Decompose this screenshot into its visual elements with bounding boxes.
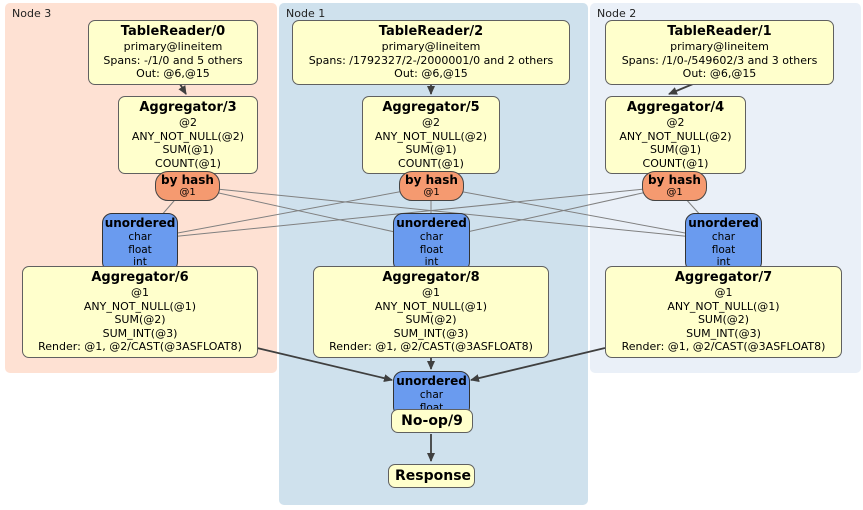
processor-title: TableReader/0 (120, 24, 226, 39)
processor-spans: Spans: /1/0-/549602/3 and 3 others (621, 53, 818, 67)
router-detail: @1 (179, 187, 196, 198)
processor-out: Out: @6,@15 (682, 67, 757, 80)
processor-detail: SUM(@1) (649, 143, 702, 156)
stream-edge (186, 185, 432, 241)
node-region-label: Node 3 (12, 7, 52, 20)
processor-detail: COUNT(@1) (398, 156, 464, 170)
aggregator-6-box: Aggregator/6 @1 ANY_NOT_NULL(@1) SUM(@2)… (22, 266, 258, 358)
router-title: by hash (648, 173, 701, 187)
stream-edge (139, 185, 432, 241)
flow-arrow (178, 83, 187, 95)
aggregator-8-box: Aggregator/8 @1 ANY_NOT_NULL(@1) SUM(@2)… (313, 266, 549, 358)
sync-type: float (711, 243, 736, 256)
processor-detail: SUM(@2) (697, 313, 750, 326)
processor-title: TableReader/1 (667, 24, 772, 39)
sync-type: char (128, 231, 152, 243)
hash-router-box: by hash @1 (399, 171, 464, 201)
router-detail: @1 (666, 187, 683, 198)
processor-detail: @1 (714, 286, 733, 299)
processor-detail: SUM_INT(@3) (102, 326, 178, 340)
flow-arrow (470, 347, 606, 383)
processor-index: primary@lineitem (381, 40, 481, 53)
processor-index: primary@lineitem (123, 40, 223, 53)
processor-title: Aggregator/4 (626, 100, 725, 115)
sync-title: unordered (688, 216, 759, 230)
processor-title: Aggregator/3 (139, 100, 237, 115)
aggregator-5-box: Aggregator/5 @2 ANY_NOT_NULL(@2) SUM(@1)… (362, 96, 500, 174)
sync-title: unordered (396, 374, 467, 388)
hash-router-box: by hash @1 (155, 171, 220, 201)
noop-box: No-op/9 (391, 409, 473, 433)
aggregator-3-box: Aggregator/3 @2 ANY_NOT_NULL(@2) SUM(@1)… (118, 96, 258, 174)
response-box: Response (388, 464, 475, 488)
processor-detail: @1 (131, 286, 149, 299)
processor-title: Aggregator/7 (674, 270, 773, 285)
aggregator-4-box: Aggregator/4 @2 ANY_NOT_NULL(@2) SUM(@1)… (605, 96, 746, 174)
processor-title: Aggregator/6 (91, 270, 189, 285)
sync-title: unordered (396, 216, 467, 230)
processor-title: Aggregator/5 (382, 100, 480, 115)
processor-title: No-op/9 (401, 413, 463, 429)
processor-detail: @1 (422, 286, 440, 299)
processor-render: Render: @1, @2/CAST(@3ASFLOAT8) (329, 340, 533, 353)
processor-detail: @2 (422, 116, 440, 129)
table-reader-0-box: TableReader/0 primary@lineitem Spans: -/… (88, 20, 258, 85)
sync-type: char (711, 231, 736, 243)
processor-detail: ANY_NOT_NULL(@1) (374, 299, 488, 313)
processor-spans: Spans: -/1/0 and 5 others (103, 53, 243, 67)
processor-detail: @2 (179, 116, 197, 129)
table-reader-2-box: TableReader/2 primary@lineitem Spans: /1… (292, 20, 570, 85)
sync-type: float (128, 243, 152, 256)
processor-render: Render: @1, @2/CAST(@3ASFLOAT8) (621, 340, 826, 353)
processor-detail: SUM(@2) (405, 313, 457, 326)
processor-detail: SUM_INT(@3) (393, 326, 469, 340)
router-title: by hash (161, 173, 214, 187)
sync-title: unordered (104, 216, 176, 230)
processor-detail: ANY_NOT_NULL(@2) (619, 129, 732, 143)
unordered-sync-box: unordered char float int (685, 213, 762, 272)
processor-detail: @2 (666, 116, 685, 129)
hash-router-box: by hash @1 (642, 171, 707, 201)
processor-detail: SUM(@1) (162, 143, 214, 156)
processor-spans: Spans: /1792327/2-/2000001/0 and 2 other… (308, 53, 554, 67)
router-detail: @1 (423, 187, 440, 198)
router-title: by hash (405, 173, 458, 187)
processor-out: Out: @6,@15 (394, 67, 468, 80)
processor-detail: ANY_NOT_NULL(@1) (667, 299, 780, 313)
sync-type: int (716, 256, 731, 268)
processor-title: Response (395, 468, 472, 484)
processor-detail: ANY_NOT_NULL(@2) (374, 129, 488, 143)
processor-title: Aggregator/8 (382, 270, 480, 285)
unordered-sync-box: unordered char float int (102, 213, 178, 272)
sync-type: char (419, 231, 444, 243)
unordered-sync-box: unordered char float int (393, 213, 470, 272)
processor-out: Out: @6,@15 (136, 67, 210, 80)
processor-detail: SUM_INT(@3) (686, 326, 761, 340)
sync-type: float (419, 243, 444, 256)
stream-edge (430, 185, 724, 241)
table-reader-1-box: TableReader/1 primary@lineitem Spans: /1… (605, 20, 834, 85)
processor-detail: ANY_NOT_NULL(@1) (83, 299, 197, 313)
processor-detail: COUNT(@1) (642, 156, 709, 170)
node-region-label: Node 1 (286, 7, 326, 20)
processor-detail: ANY_NOT_NULL(@2) (131, 129, 245, 143)
processor-detail: COUNT(@1) (155, 156, 221, 170)
sync-type: char (419, 389, 444, 401)
processor-index: primary@lineitem (670, 40, 769, 53)
aggregator-7-box: Aggregator/7 @1 ANY_NOT_NULL(@1) SUM(@2)… (605, 266, 842, 358)
node-region-label: Node 2 (597, 7, 637, 20)
processor-detail: SUM(@2) (114, 313, 166, 326)
flow-arrow (256, 347, 393, 383)
stream-edge (430, 185, 675, 241)
processor-title: TableReader/2 (378, 24, 484, 39)
flow-arrow (668, 83, 694, 95)
processor-render: Render: @1, @2/CAST(@3ASFLOAT8) (38, 340, 242, 353)
sync-type: int (424, 256, 439, 268)
flow-arrows (178, 83, 694, 462)
sync-type: int (133, 256, 147, 268)
processor-detail: SUM(@1) (405, 143, 457, 156)
